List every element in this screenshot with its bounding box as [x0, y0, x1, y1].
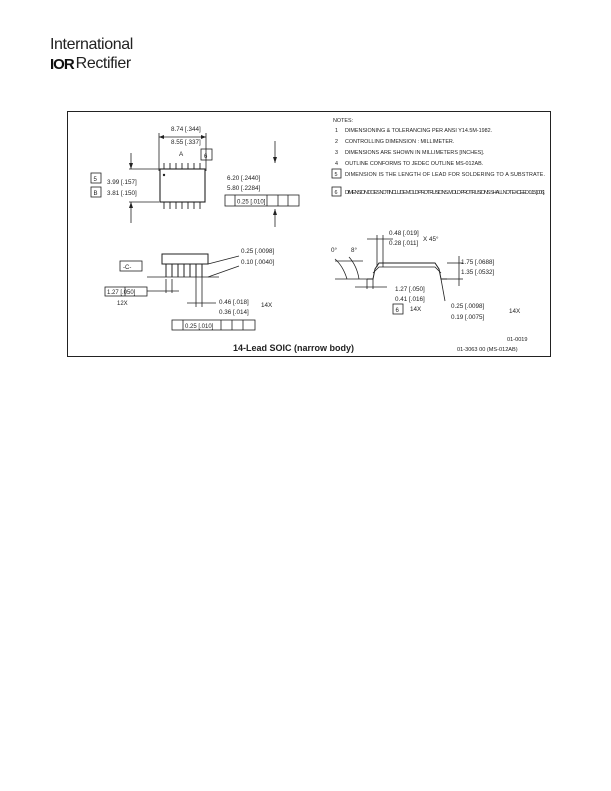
- end-chamfer-min: 0.28 [.011]: [389, 240, 419, 247]
- notes-title: NOTES:: [333, 118, 353, 124]
- package-drawing: 8.74 [.344] 8.55 [.337] A 6 5 B 3.99 [.1…: [67, 111, 551, 357]
- top-length-min: 8.55 [.337]: [171, 139, 201, 146]
- side-lead-width-max: 0.46 [.018]: [219, 299, 249, 306]
- note-2-text: CONTROLLING DIMENSION : MILLIMETER.: [345, 139, 454, 145]
- side-pitch-note: 12X: [117, 301, 128, 307]
- side-tolerance-value: 0.25 [.010]: [185, 324, 214, 330]
- top-span-min: 5.80 [.2284]: [227, 185, 261, 192]
- top-tolerance-value: 0.25 [.010]: [237, 200, 266, 206]
- end-view: [334, 235, 463, 315]
- note-4-text: OUTLINE CONFORMS TO JEDEC OUTLINE MS-012…: [345, 161, 483, 167]
- end-height-max: 1.75 [.0688]: [461, 259, 495, 266]
- drawing-caption: 14-Lead SOIC (narrow body): [233, 343, 354, 353]
- end-thick-count: 14X: [509, 308, 521, 315]
- note-5-text: DIMENSION IS THE LENGTH OF LEAD FOR SOLD…: [345, 172, 545, 178]
- end-foot-max: 1.27 [.050]: [395, 286, 425, 293]
- company-name-line2: Rectifier: [75, 55, 131, 72]
- end-foot-min: 0.41 [.016]: [395, 296, 425, 303]
- company-logo: International IOR Rectifier: [50, 36, 133, 73]
- note-1-text: DIMENSIONING & TOLERANCING PER ANSI Y14.…: [345, 128, 492, 134]
- drawing-doc-number: 01-0019: [507, 337, 528, 343]
- side-lead-width-min: 0.36 [.014]: [219, 309, 249, 316]
- top-length-max: 8.74 [.344]: [171, 126, 201, 133]
- side-standoff-max: 0.25 [.0098]: [241, 248, 275, 255]
- side-view: [104, 253, 256, 331]
- top-width-min: 3.81 [.150]: [107, 190, 137, 197]
- end-thick-max: 0.25 [.0098]: [451, 303, 485, 310]
- end-height-min: 1.35 [.0532]: [461, 269, 495, 276]
- end-callout-6: 6: [396, 308, 400, 314]
- note-4-num: 4: [335, 161, 338, 167]
- end-chamfer-angle: X 45°: [423, 235, 439, 243]
- notes-block: NOTES: 1 DIMENSIONING & TOLERANCING PER …: [331, 118, 545, 197]
- end-foot-count: 14X: [410, 306, 422, 313]
- end-angle-0: 0°: [331, 246, 338, 254]
- top-width-max: 3.99 [.157]: [107, 179, 137, 186]
- top-callout-6: 6: [204, 154, 208, 160]
- note-2-num: 2: [335, 139, 338, 145]
- note-3-num: 3: [335, 150, 338, 156]
- top-span-max: 6.20 [.2440]: [227, 175, 261, 182]
- side-standoff-min: 0.10 [.0040]: [241, 259, 275, 266]
- top-datum-a: A: [179, 151, 184, 158]
- note-3-text: DIMENSIONS ARE SHOWN IN MILLIMETERS [INC…: [345, 150, 484, 156]
- end-chamfer-max: 0.48 [.019]: [389, 230, 419, 237]
- note-6-text: DIMENSION DOES NOT INCLUDE MOLD PROTRUSI…: [345, 190, 545, 196]
- dimension-arrows-top: [129, 135, 277, 215]
- side-seating-plane: -C-: [123, 265, 131, 271]
- pin1-marker: [162, 173, 166, 177]
- drawing-frame: [67, 111, 551, 357]
- drawing-doc-ref: 01-3063 00 (MS-012AB): [457, 347, 518, 353]
- end-thick-min: 0.19 [.0075]: [451, 314, 485, 321]
- note-6-num: 6: [335, 190, 338, 196]
- company-name-line1: International: [50, 36, 133, 53]
- top-callout-5: 5: [94, 177, 98, 183]
- ior-logo-mark: IOR: [50, 55, 75, 73]
- top-datum-b: B: [94, 191, 98, 197]
- end-angle-8: 8°: [351, 246, 358, 254]
- note-5-num: 5: [335, 172, 338, 178]
- side-lead-width-count: 14X: [261, 302, 273, 309]
- side-pitch: 1.27 [.050]: [107, 290, 136, 296]
- note-1-num: 1: [335, 128, 338, 134]
